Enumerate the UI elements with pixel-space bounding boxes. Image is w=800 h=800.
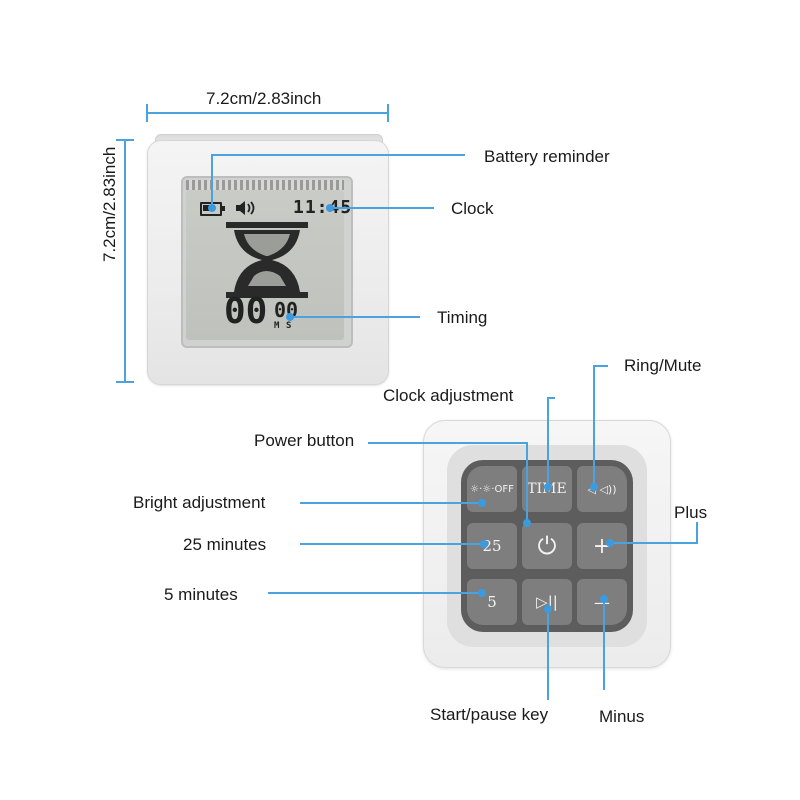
- width-label: 7.2cm/2.83inch: [206, 89, 322, 108]
- time-key[interactable]: TIME: [522, 466, 572, 512]
- seconds-unit: S: [286, 321, 292, 331]
- minus-label: Minus: [599, 707, 645, 726]
- 25-minutes-label: 25 minutes: [183, 535, 267, 554]
- battery-icon: [200, 202, 225, 216]
- speaker-icon: [236, 201, 255, 215]
- plus-key[interactable]: +: [577, 523, 627, 569]
- power-button-label: Power button: [254, 431, 355, 450]
- minutes-unit: M: [274, 321, 280, 331]
- battery-reminder-label: Battery reminder: [484, 147, 610, 166]
- bright-adjustment-label: Bright adjustment: [133, 493, 266, 512]
- clock-readout: 11:45: [293, 197, 353, 218]
- screen-ridge: [186, 180, 344, 190]
- 5-minutes-key[interactable]: 5: [467, 579, 517, 625]
- bright-adjust-key[interactable]: ☼·☼·OFF: [467, 466, 517, 512]
- clock-label: Clock: [451, 199, 494, 218]
- height-label: 7.2cm/2.83inch: [100, 146, 119, 262]
- timer-digits: 00: [224, 291, 268, 332]
- timing-label: Timing: [437, 308, 488, 327]
- lcd-screen: 11:45 00 00 M S: [186, 190, 351, 340]
- power-key[interactable]: ⏻: [522, 523, 572, 569]
- 25-minutes-key[interactable]: 25: [467, 523, 517, 569]
- start-pause-label: Start/pause key: [430, 705, 549, 724]
- ring-mute-label: Ring/Mute: [624, 356, 702, 375]
- hourglass-icon: [226, 222, 308, 298]
- 5-minutes-label: 5 minutes: [164, 585, 238, 604]
- ring-mute-key[interactable]: ◁ ◁)): [577, 466, 627, 512]
- start-pause-key[interactable]: ▷||: [522, 579, 572, 625]
- keypad: ☼·☼·OFF TIME ◁ ◁)) 25 ⏻ + 5 ▷|| —: [461, 460, 633, 632]
- clock-adjustment-label: Clock adjustment: [383, 386, 514, 405]
- plus-label: Plus: [674, 503, 708, 522]
- minus-key[interactable]: —: [577, 579, 627, 625]
- timer-seconds-digits: 00: [274, 298, 299, 322]
